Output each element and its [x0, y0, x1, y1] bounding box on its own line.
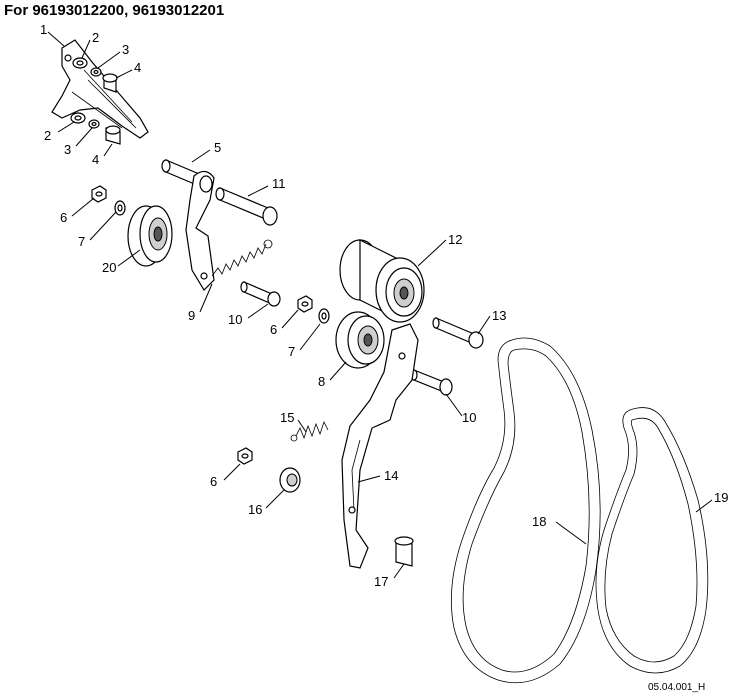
callout-label-5: 5 — [214, 140, 221, 155]
part-belt-18 — [450, 337, 601, 684]
part-lockwasher-3a — [90, 67, 102, 77]
callout-label-13: 13 — [492, 308, 506, 323]
callout-label-2b: 2 — [44, 128, 51, 143]
part-idler-bracket-14 — [341, 323, 419, 569]
part-washer-7b — [318, 308, 330, 324]
callout-label-12: 12 — [448, 232, 462, 247]
callout-label-1: 1 — [40, 22, 47, 37]
callout-label-4a: 4 — [134, 60, 141, 75]
page-title: For 96193012200, 96193012201 — [4, 2, 225, 19]
part-bushing-16 — [279, 467, 301, 493]
part-belt-19 — [595, 407, 709, 674]
part-nut-6c — [237, 447, 253, 465]
part-nut-6a — [91, 185, 107, 203]
part-pulley-8 — [335, 311, 385, 369]
callout-label-6b: 6 — [270, 322, 277, 337]
callout-label-14: 14 — [384, 468, 398, 483]
callout-label-10a: 10 — [228, 312, 242, 327]
part-spring-9 — [211, 239, 273, 277]
callout-label-6c: 6 — [210, 474, 217, 489]
part-pulley-12 — [339, 239, 425, 323]
callout-label-15: 15 — [280, 410, 294, 425]
callout-label-17: 17 — [374, 574, 388, 589]
callout-label-16: 16 — [248, 502, 262, 517]
part-bolt-13 — [432, 317, 484, 349]
part-washer-7a — [114, 200, 126, 216]
callout-label-7a: 7 — [78, 234, 85, 249]
callout-label-9: 9 — [188, 308, 195, 323]
callout-label-7b: 7 — [288, 344, 295, 359]
part-bracket-1 — [51, 39, 149, 139]
callout-label-4b: 4 — [92, 152, 99, 167]
part-bolt-10a — [240, 281, 281, 307]
callout-label-3a: 3 — [122, 42, 129, 57]
drawing-code: 05.04.001_H — [648, 682, 706, 693]
callout-label-6a: 6 — [60, 210, 67, 225]
callout-label-8: 8 — [318, 374, 325, 389]
part-bolt-17 — [394, 536, 414, 567]
part-nut-6b — [297, 295, 313, 313]
part-washer-2b — [70, 112, 86, 124]
callout-label-20: 20 — [102, 260, 116, 275]
part-washer-2a — [72, 57, 88, 69]
part-bolt-4b — [105, 125, 121, 145]
part-spring-15 — [290, 420, 329, 442]
callout-label-19: 19 — [714, 490, 728, 505]
part-bolt-11 — [215, 187, 278, 226]
callout-label-18: 18 — [532, 514, 546, 529]
leader-lines — [47, 31, 713, 579]
part-bolt-10b — [410, 369, 453, 396]
callout-label-10b: 10 — [462, 410, 476, 425]
callout-label-3b: 3 — [64, 142, 71, 157]
callout-label-2a: 2 — [92, 30, 99, 45]
callout-label-11: 11 — [272, 176, 286, 191]
part-pulley-20 — [127, 205, 173, 267]
part-idler-arm-5 — [161, 159, 215, 291]
part-lockwasher-3b — [88, 119, 100, 129]
